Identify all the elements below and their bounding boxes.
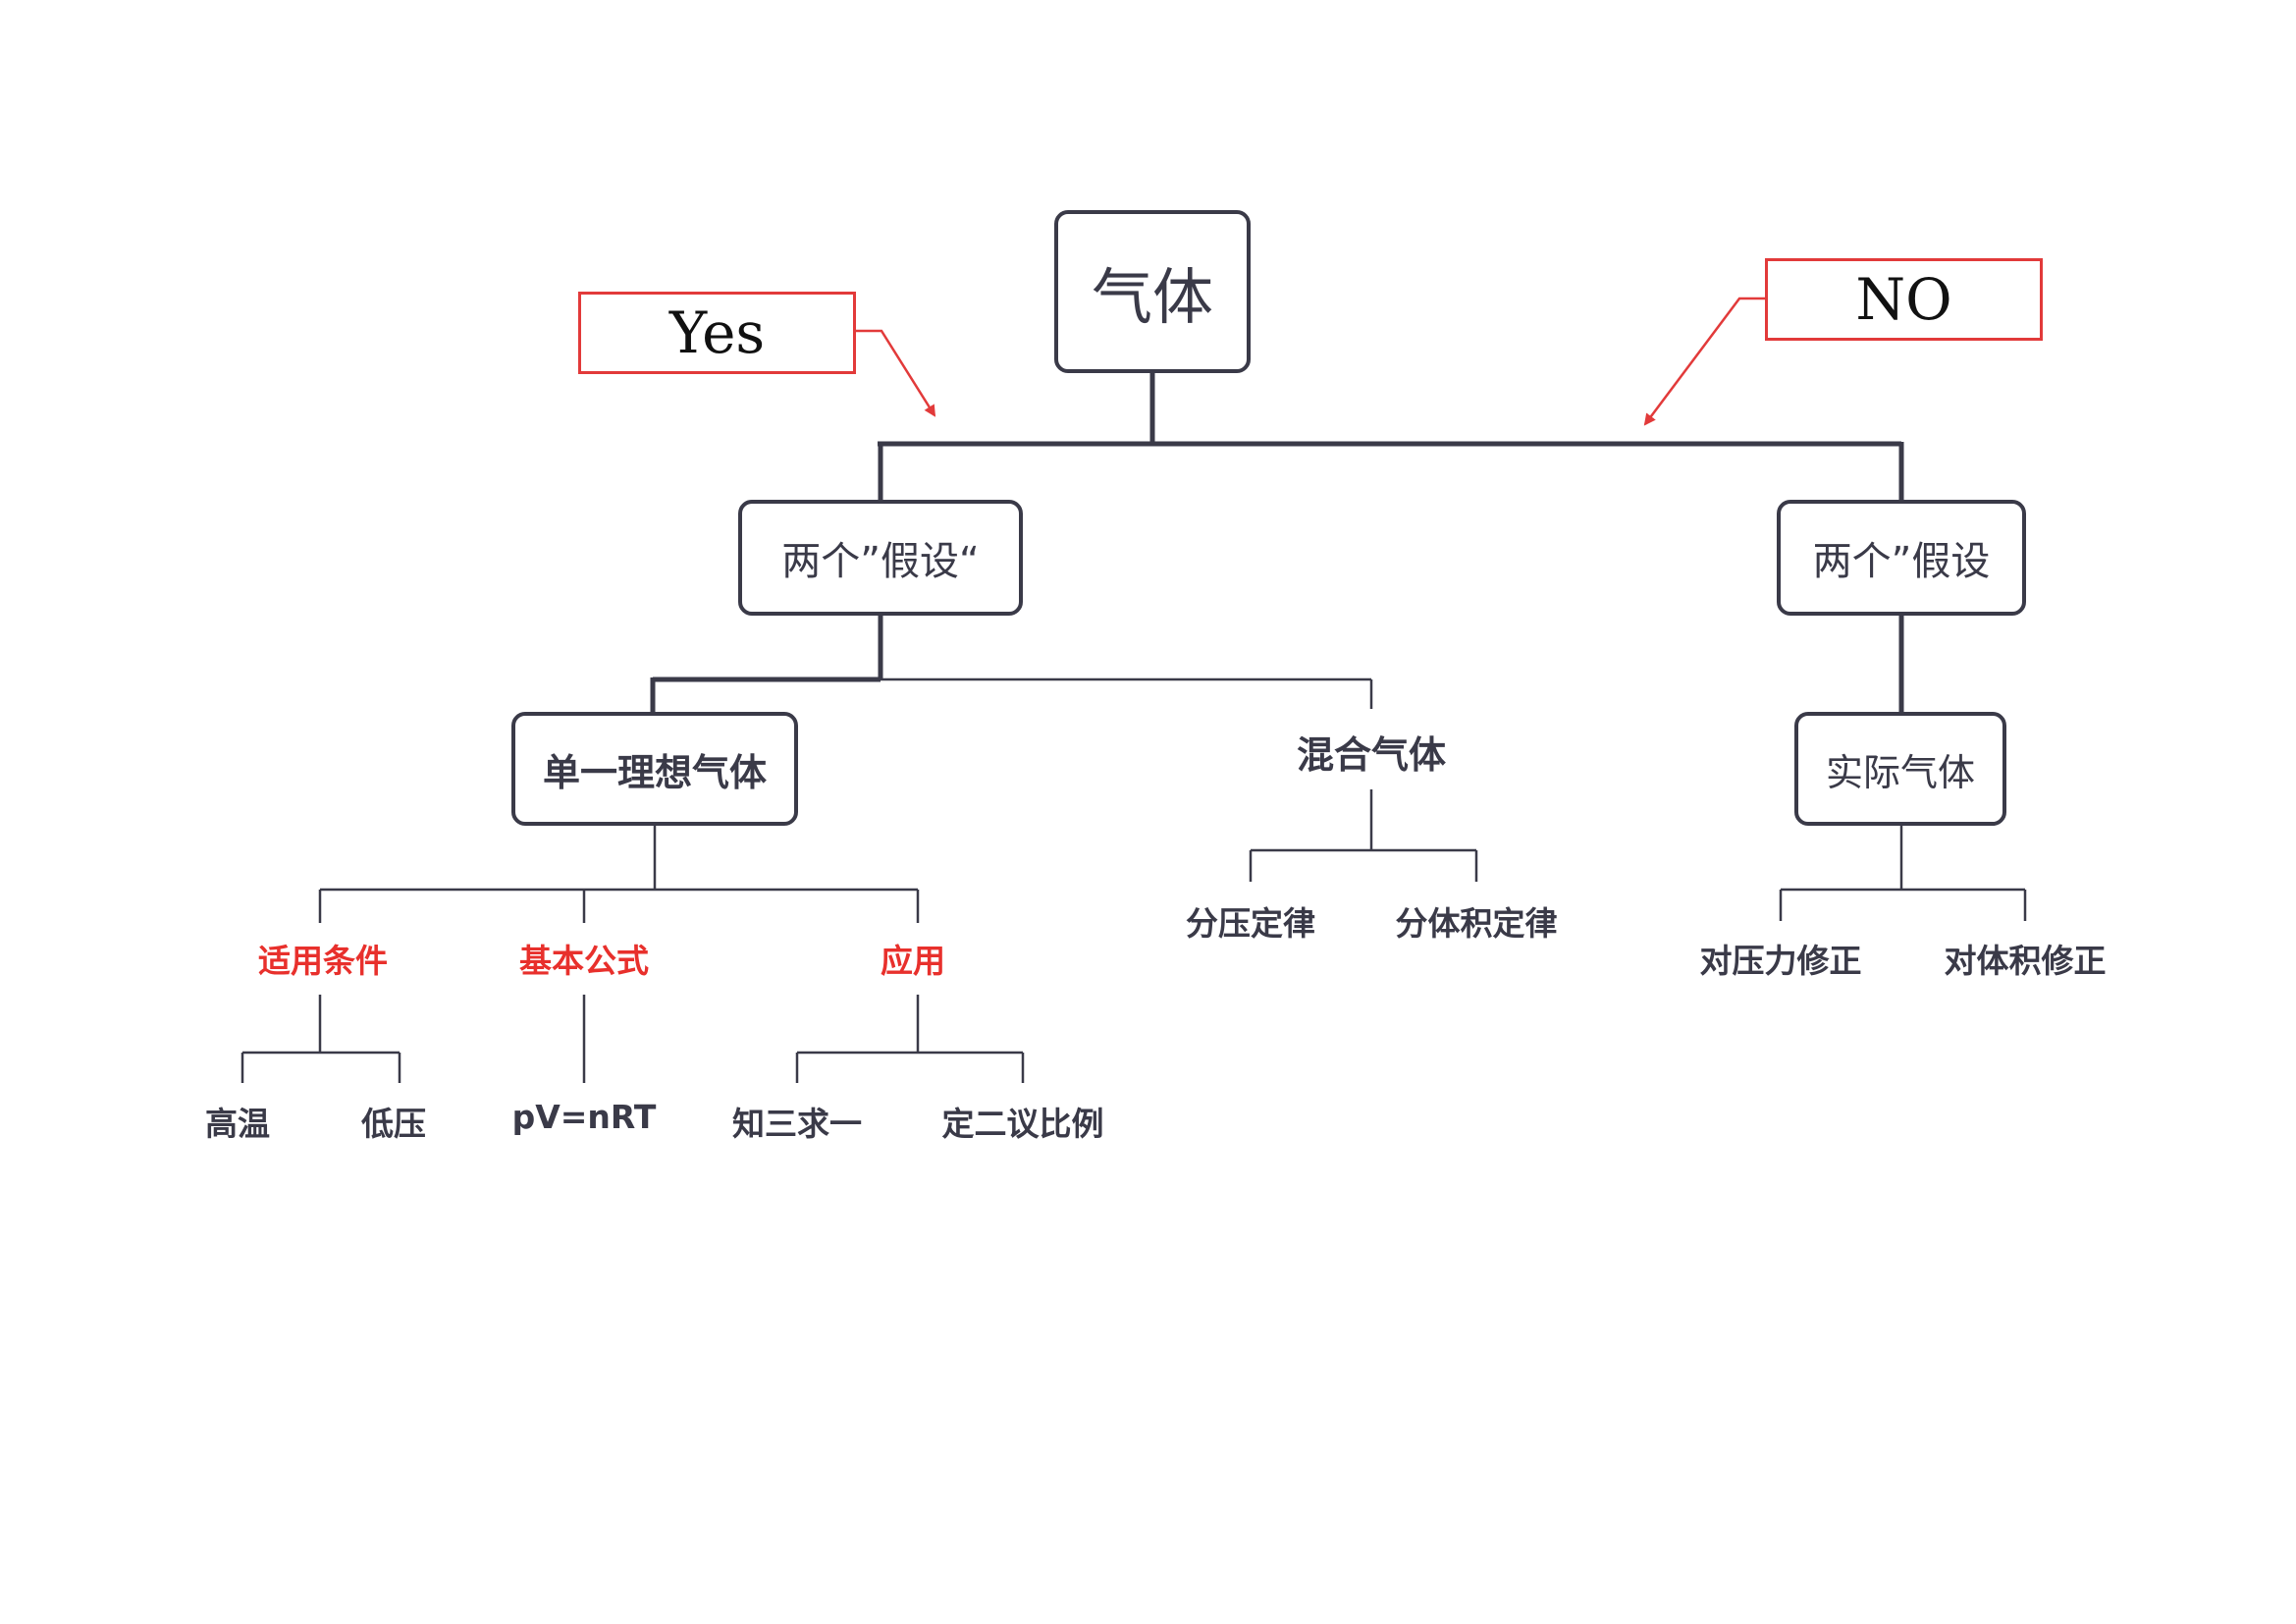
ideal-gas-label: 单一理想气体 — [542, 750, 767, 794]
assumption-left-node: 两个”假设“ — [738, 500, 1023, 616]
no-callout-text: NO — [1855, 266, 1952, 333]
root-node-label: 气体 — [1091, 261, 1213, 333]
assumption-right-label: 两个”假设 — [1812, 539, 1991, 584]
fix-two-discuss-ratio-label: 定二议比例 — [941, 1105, 1104, 1143]
real-gas-node: 实际气体 — [1794, 712, 2006, 826]
yes-arrow — [856, 329, 936, 417]
yes-callout-text: Yes — [668, 299, 766, 366]
conditions-label: 适用条件 — [258, 942, 388, 980]
no-callout: NO — [1765, 258, 2043, 341]
yes-callout: Yes — [578, 292, 856, 374]
pressure-correction-label: 对压力修正 — [1699, 942, 1862, 980]
high-temperature-label: 高温 — [205, 1105, 270, 1143]
assumption-left-label: 两个”假设“ — [781, 539, 980, 584]
mixed-gas-label: 混合气体 — [1296, 733, 1447, 777]
assumption-right-node: 两个”假设 — [1777, 500, 2026, 616]
real-gas-label: 实际气体 — [1825, 750, 1975, 794]
application-label: 应用 — [881, 942, 945, 980]
partial-pressure-law-label: 分压定律 — [1186, 904, 1315, 943]
root-node: 气体 — [1054, 210, 1251, 373]
formula-label: 基本公式 — [519, 942, 649, 980]
know-three-find-one-label: 知三求一 — [732, 1105, 862, 1143]
partial-volume-law-label: 分体积定律 — [1395, 904, 1558, 943]
ideal-gas-equation-label: pV=nRT — [511, 1098, 657, 1136]
low-pressure-label: 低压 — [361, 1105, 426, 1143]
no-arrow — [1643, 297, 1765, 426]
volume-correction-label: 对体积修正 — [1944, 942, 2107, 980]
ideal-gas-node: 单一理想气体 — [511, 712, 798, 826]
